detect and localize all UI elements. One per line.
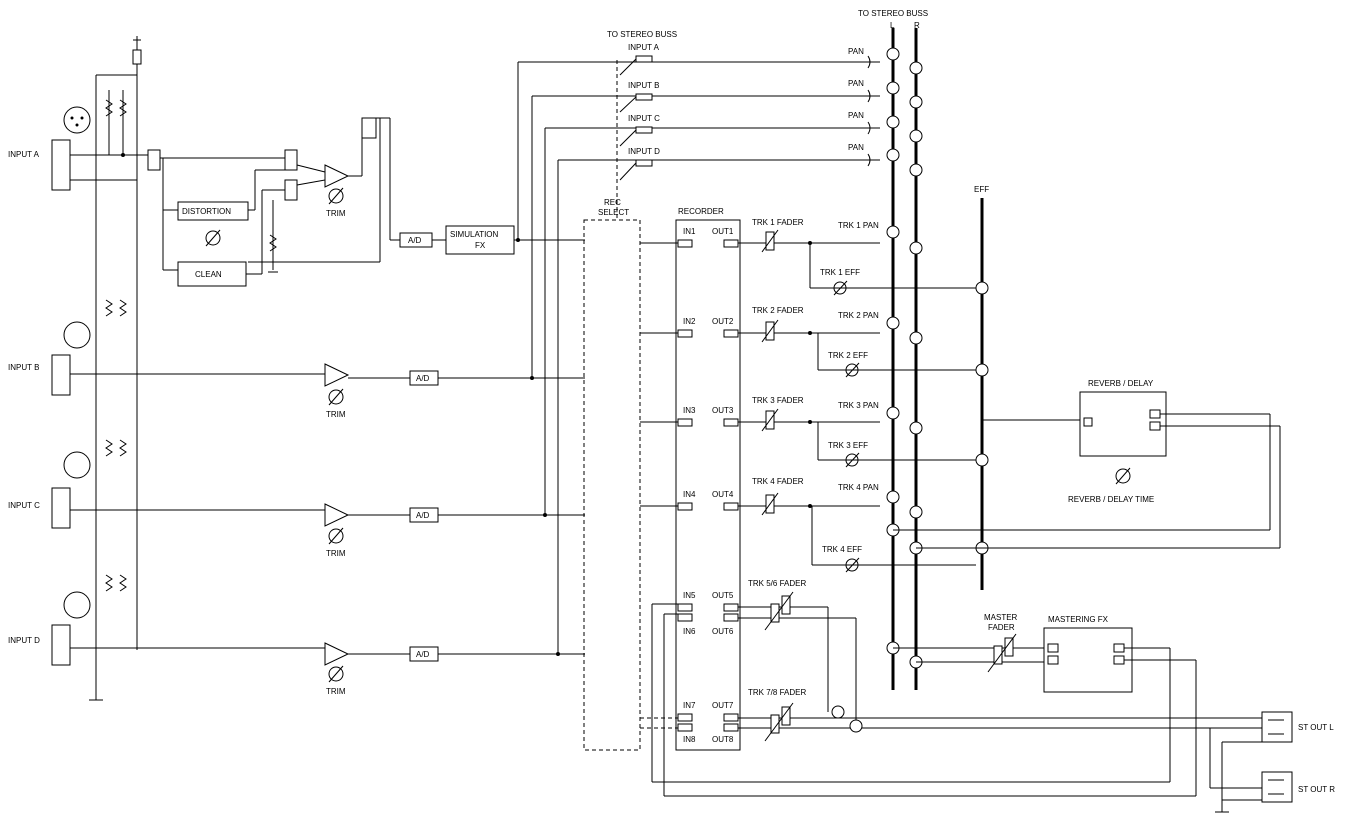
svg-text:OUT3: OUT3	[712, 406, 734, 415]
trim-label-c: TRIM	[326, 549, 346, 558]
st-out-r-label: ST OUT R	[1298, 785, 1335, 794]
input-pans: PAN PAN PAN PAN	[848, 47, 880, 167]
svg-text:OUT2: OUT2	[712, 317, 734, 326]
simulation-fx-line1: SIMULATION	[450, 230, 499, 239]
rec-select-block	[583, 219, 641, 751]
track-1-strip: TRK 1 FADER TRK 1 PAN TRK 1 EFF	[738, 218, 976, 296]
trk1-fader-label: TRK 1 FADER	[752, 218, 804, 227]
trk2-pan-label: TRK 2 PAN	[838, 311, 879, 320]
bus-l-label: L	[890, 21, 895, 30]
svg-text:IN1: IN1	[683, 227, 696, 236]
trk2-eff-label: TRK 2 EFF	[828, 351, 868, 360]
sum-points	[886, 47, 989, 669]
svg-text:OUT8: OUT8	[712, 735, 734, 744]
ad-label-d: A/D	[416, 650, 430, 659]
svg-text:OUT5: OUT5	[712, 591, 734, 600]
svg-text:IN8: IN8	[683, 735, 696, 744]
input-b-channel: TRIM A/D	[51, 95, 860, 419]
eff-bus-label: EFF	[974, 185, 989, 194]
rec-select-line2: SELECT	[598, 208, 629, 217]
input-b-label: INPUT B	[8, 363, 39, 372]
recorder-block	[675, 219, 741, 751]
rec-select-input-b: INPUT B	[619, 81, 659, 113]
svg-text:OUT7: OUT7	[712, 701, 734, 710]
trk4-eff-label: TRK 4 EFF	[822, 545, 862, 554]
pan-label-d: PAN	[848, 143, 864, 152]
st-out-l-label: ST OUT L	[1298, 723, 1334, 732]
reverb-delay-block	[893, 391, 1281, 549]
svg-text:INPUT B: INPUT B	[628, 81, 659, 90]
track-4-strip: TRK 4 FADER TRK 4 PAN TRK 4 EFF	[738, 477, 976, 573]
svg-text:INPUT A: INPUT A	[628, 43, 660, 52]
distortion-label: DISTORTION	[182, 207, 231, 216]
rec-select-line1: REC	[604, 198, 621, 207]
rec-select-input-a: INPUT A	[619, 43, 660, 76]
ad-label-a: A/D	[408, 236, 422, 245]
simulation-fx-line2: FX	[475, 241, 486, 250]
pan-label-a: PAN	[848, 47, 864, 56]
recorder-label: RECORDER	[678, 207, 724, 216]
trk56-fader-label: TRK 5/6 FADER	[748, 579, 806, 588]
svg-text:OUT1: OUT1	[712, 227, 734, 236]
input-a-channel: DISTORTION CLEAN TRIM A/D SIMULATION	[51, 61, 860, 287]
master-fader-line2: FADER	[988, 623, 1015, 632]
svg-text:IN7: IN7	[683, 701, 696, 710]
svg-text:IN3: IN3	[683, 406, 696, 415]
svg-text:IN5: IN5	[683, 591, 696, 600]
reverb-delay-label: REVERB / DELAY	[1088, 379, 1154, 388]
trk78-fader-label: TRK 7/8 FADER	[748, 688, 806, 697]
track-56-strip: TRK 5/6 FADER	[738, 579, 857, 726]
input-d-label: INPUT D	[8, 636, 40, 645]
trk3-fader-label: TRK 3 FADER	[752, 396, 804, 405]
trk3-pan-label: TRK 3 PAN	[838, 401, 879, 410]
input-a-label: INPUT A	[8, 150, 40, 159]
st-out-r-jack	[1209, 728, 1293, 813]
trk3-eff-label: TRK 3 EFF	[828, 441, 868, 450]
clean-label: CLEAN	[195, 270, 222, 279]
power-rail	[95, 36, 142, 690]
trim-label-d: TRIM	[326, 687, 346, 696]
input-c-channel: TRIM A/D	[51, 127, 860, 558]
trk1-pan-label: TRK 1 PAN	[838, 221, 879, 230]
track-3-strip: TRK 3 FADER TRK 3 PAN TRK 3 EFF	[738, 396, 976, 468]
rec-select-input-d: INPUT D	[619, 147, 660, 181]
master-section	[893, 627, 1197, 796]
svg-text:OUT6: OUT6	[712, 627, 734, 636]
trk4-fader-label: TRK 4 FADER	[752, 477, 804, 486]
trim-label-b: TRIM	[326, 410, 346, 419]
master-fader-line1: MASTER	[984, 613, 1018, 622]
svg-text:IN2: IN2	[683, 317, 696, 326]
svg-text:IN6: IN6	[683, 627, 696, 636]
rec-select-input-c: INPUT C	[619, 114, 660, 147]
pan-label-c: PAN	[848, 111, 864, 120]
input-c-label: INPUT C	[8, 501, 40, 510]
svg-text:OUT4: OUT4	[712, 490, 734, 499]
pan-label-b: PAN	[848, 79, 864, 88]
trk1-eff-label: TRK 1 EFF	[820, 268, 860, 277]
reverb-delay-time-label: REVERB / DELAY TIME	[1068, 495, 1154, 504]
ground-symbol	[89, 690, 103, 701]
loop-5-8-return	[651, 603, 1196, 797]
track-2-strip: TRK 2 FADER TRK 2 PAN TRK 2 EFF	[738, 306, 976, 378]
ad-label-c: A/D	[416, 511, 430, 520]
trk2-fader-label: TRK 2 FADER	[752, 306, 804, 315]
mastering-fx-label: MASTERING FX	[1048, 615, 1109, 624]
input-d-channel: TRIM A/D	[51, 159, 860, 696]
trk4-pan-label: TRK 4 PAN	[838, 483, 879, 492]
rec-select-buss-title: TO STEREO BUSS	[607, 30, 677, 39]
svg-text:INPUT D: INPUT D	[628, 147, 660, 156]
stereo-buss-title: TO STEREO BUSS	[858, 9, 928, 18]
rec-select-outputs	[640, 242, 678, 729]
trim-label-a: TRIM	[326, 209, 346, 218]
svg-text:INPUT C: INPUT C	[628, 114, 660, 123]
svg-text:IN4: IN4	[683, 490, 696, 499]
st-out-l-jack	[1221, 711, 1293, 800]
bus-r-label: R	[914, 21, 920, 30]
ad-label-b: A/D	[416, 374, 430, 383]
recorder-ports: IN1 OUT1 IN2 OUT2 IN3 OUT3 IN4 OUT4 IN5 …	[677, 227, 739, 744]
track-78-strip: TRK 7/8 FADER	[738, 688, 1290, 742]
